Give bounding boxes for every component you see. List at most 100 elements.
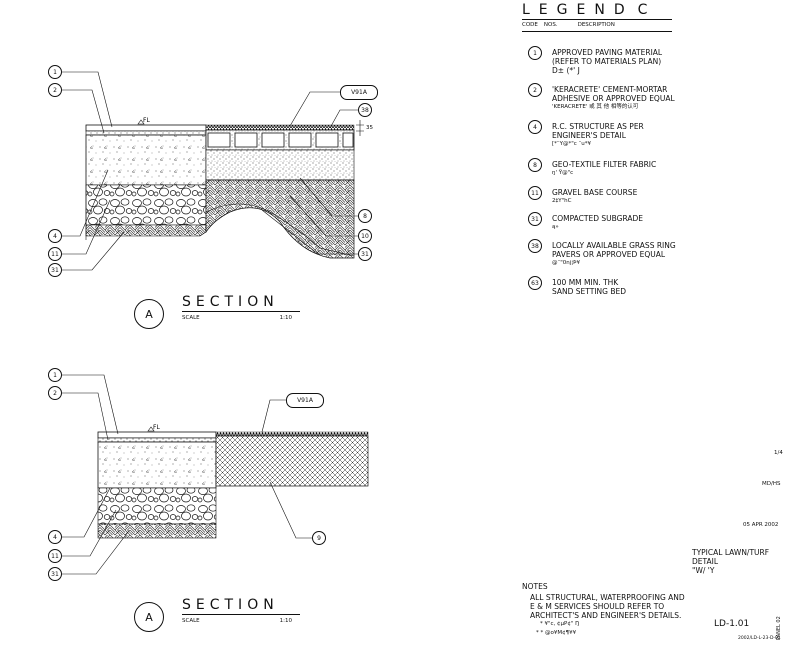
legend-item: 4 R.C. STRUCTURE AS PER ENGINEER'S DETAI… xyxy=(528,120,718,158)
legend-col-description: DESCRIPTION xyxy=(577,22,615,28)
section-bottom-drawing: FL xyxy=(62,374,369,575)
legend-col-code: CODE xyxy=(522,22,538,28)
legend-item: 1 APPROVED PAVING MATERIAL (REFER TO MAT… xyxy=(528,46,718,83)
legend-line: 2‡Y"hC xyxy=(552,198,572,204)
section-marker-top: A xyxy=(134,299,164,329)
callout-top-1: 1 xyxy=(48,65,62,79)
title-block-title: TYPICAL LAWN/TURF DETAIL "W/ 'Y xyxy=(692,548,769,575)
legend-code: 63 xyxy=(528,276,542,290)
callout-top-38: 38 xyxy=(358,103,372,117)
legend-col-nos: NOS. xyxy=(543,22,558,28)
legend-code: 4 xyxy=(528,120,542,134)
legend-line: GRAVEL BASE COURSE xyxy=(552,188,638,197)
title-block-small2: MD/HS xyxy=(762,481,781,487)
callout-bot-11: 11 xyxy=(48,549,62,563)
legend-title-suffix: C xyxy=(637,2,657,18)
paving-layer-b xyxy=(97,431,217,439)
legend-item: 63 100 MM MIN. THK SAND SETTING BED xyxy=(528,276,718,302)
notes-line: * ¥"c, ¢µP¢" Ŋ xyxy=(540,621,580,627)
legend-line: ADHESIVE OR APPROVED EQUAL xyxy=(552,94,675,103)
callout-top-10: 10 xyxy=(358,229,372,243)
legend-items: 1 APPROVED PAVING MATERIAL (REFER TO MAT… xyxy=(528,46,718,302)
scale-label-bottom: SCALE xyxy=(182,618,200,624)
title-line: "W/ 'Y xyxy=(692,566,715,575)
notes: NOTES ALL STRUCTURAL, WATERPROOFING AND … xyxy=(522,582,685,638)
adhesive-layer-b xyxy=(97,437,217,443)
callout-top-2: 2 xyxy=(48,83,62,97)
title-block-date: 05 APR 2002 xyxy=(743,522,779,528)
section-top-drawing: FL xyxy=(62,71,364,271)
legend-line: APPROVED PAVING MATERIAL xyxy=(552,48,663,57)
notes-line: E & M SERVICES SHOULD REFER TO xyxy=(530,602,665,611)
section-marker-bottom: A xyxy=(134,602,164,632)
legend-code: 38 xyxy=(528,239,542,253)
legend-item: 8 GEO-TEXTILE FILTER FABRIC ŋ' Ÿ@"c xyxy=(528,158,718,186)
dim-top: 35 xyxy=(366,125,373,131)
legend-line: 100 MM MIN. THK xyxy=(552,278,619,287)
legend-title: LEGEND xyxy=(522,2,634,18)
subgrade-right xyxy=(205,179,355,259)
legend-code: 31 xyxy=(528,212,542,226)
grass-layer xyxy=(205,124,355,131)
scale-value-bottom: 1:10 xyxy=(279,618,292,624)
reference-number: 2002/LD-L-23-D-01 xyxy=(738,636,781,641)
section-title-bottom: SECTION SCALE 1:10 xyxy=(182,597,300,626)
legend-line: 'KERACRETE' CEMENT-MORTAR xyxy=(552,85,668,94)
title-line: TYPICAL LAWN/TURF xyxy=(692,548,770,557)
legend-item: 11 GRAVEL BASE COURSE 2‡Y"hC xyxy=(528,186,718,212)
soil-b xyxy=(215,435,369,487)
paving-layer xyxy=(85,124,207,132)
legend-item: 31 COMPACTED SUBGRADE ą» xyxy=(528,212,718,239)
legend-line: PAVERS OR APPROVED EQUAL xyxy=(552,250,666,259)
legend-line: D± (*' J xyxy=(552,66,580,75)
legend-line: @¨"0nj¦Þ¥ xyxy=(552,260,580,266)
legend-line: 'KERACRETE' 或 其 他 相等的认可 xyxy=(552,104,639,110)
callout-top-4: 4 xyxy=(48,229,62,243)
side-panel-text: PANEL 02 xyxy=(776,616,782,640)
title-line: DETAIL xyxy=(692,557,719,566)
rc-structure-b xyxy=(97,441,217,489)
notes-heading: NOTES xyxy=(522,582,548,591)
sand-bed xyxy=(205,149,355,181)
legend-line: R.C. STRUCTURE AS PER xyxy=(552,122,644,131)
rc-structure xyxy=(85,134,207,186)
legend-line: ą» xyxy=(552,224,559,230)
title-block-small1: 1/4 xyxy=(774,450,783,456)
legend-line: COMPACTED SUBGRADE xyxy=(552,214,643,223)
grass-layer-b xyxy=(215,431,369,437)
legend-code: 1 xyxy=(528,46,542,60)
legend-code: 11 xyxy=(528,186,542,200)
fl-label-bottom: FL xyxy=(153,424,160,431)
legend-line: ENGINEER'S DETAIL xyxy=(552,131,626,140)
legend-line: GEO-TEXTILE FILTER FABRIC xyxy=(552,160,657,169)
section-word-bottom: SECTION xyxy=(182,597,279,613)
legend-line: (REFER TO MATERIALS PLAN) xyxy=(552,57,662,66)
section-word-top: SECTION xyxy=(182,294,279,310)
fl-label-top: FL xyxy=(143,117,150,124)
callout-bot-31: 31 xyxy=(48,567,62,581)
legend: LEGEND C CODE NOS. DESCRIPTION xyxy=(522,2,672,32)
legend-code: 8 xyxy=(528,158,542,172)
scale-label-top: SCALE xyxy=(182,315,200,321)
scale-value-top: 1:10 xyxy=(279,315,292,321)
notes-line: ALL STRUCTURAL, WATERPROOFING AND xyxy=(530,593,685,602)
subgrade-left xyxy=(85,224,207,237)
legend-line: ŋ' Ÿ@"c xyxy=(552,170,574,176)
legend-line: SAND SETTING BED xyxy=(552,287,627,296)
callout-bot-4: 4 xyxy=(48,530,62,544)
callout-top-11: 11 xyxy=(48,247,62,261)
callout-bot-9: 9 xyxy=(312,531,326,545)
callout-bot-2: 2 xyxy=(48,386,62,400)
gravel-base-b xyxy=(97,487,217,525)
tag-bottom: V91A xyxy=(286,393,324,408)
callout-bot-1: 1 xyxy=(48,368,62,382)
notes-line: ARCHITECT'S AND ENGINEER'S DETAILS. xyxy=(530,611,682,620)
legend-item: 2 'KERACRETE' CEMENT-MORTAR ADHESIVE OR … xyxy=(528,83,718,120)
notes-line: * * @o¥M¢¶¥¥ xyxy=(536,630,577,636)
section-title-top: SECTION SCALE 1:10 xyxy=(182,294,300,323)
callout-top-31: 31 xyxy=(48,263,62,277)
gravel-base xyxy=(85,184,207,226)
callout-top-8: 8 xyxy=(358,209,372,223)
legend-line: [*¨Y@*"c ¨u*¥ xyxy=(552,141,592,147)
callout-top-31r: 31 xyxy=(358,247,372,261)
